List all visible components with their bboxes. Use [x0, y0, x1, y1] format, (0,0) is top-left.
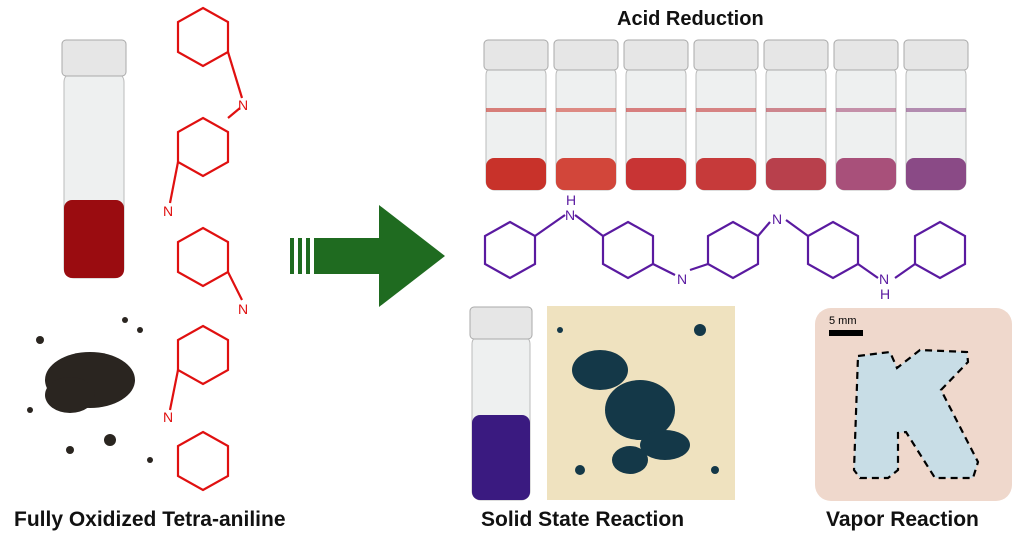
atom-n: N: [879, 271, 889, 287]
oxidized-vial: [61, 39, 127, 279]
label-solid-state: Solid State Reaction: [481, 508, 685, 531]
acid-vials-row: [483, 39, 969, 191]
k-pattern: [852, 348, 980, 480]
atom-n: N: [772, 211, 782, 227]
acid-vial: [483, 39, 549, 191]
reduced-tetraaniline-structure: [483, 214, 967, 280]
solid-state-photo: [547, 306, 735, 500]
solid-state-vial: [469, 306, 533, 501]
acid-vial: [903, 39, 969, 191]
acid-vial: [553, 39, 619, 191]
label-oxidized: Fully Oxidized Tetra-aniline: [14, 508, 286, 531]
atom-n: N: [163, 203, 173, 219]
reaction-arrow: [290, 205, 445, 307]
atom-n: N: [238, 301, 248, 317]
atom-n: N: [238, 97, 248, 113]
atom-n: N: [677, 271, 687, 287]
label-vapor: Vapor Reaction: [826, 508, 979, 531]
acid-reduction-title: Acid Reduction: [617, 8, 764, 30]
atom-h: H: [566, 192, 576, 208]
scale-bar: [829, 330, 863, 336]
acid-vial: [763, 39, 829, 191]
vapor-photo: [815, 308, 1012, 501]
acid-vial: [623, 39, 689, 191]
scale-bar-label: 5 mm: [829, 315, 857, 327]
oxidized-tetraaniline-structure: [168, 6, 244, 492]
atom-h: H: [880, 286, 890, 302]
atom-n: N: [163, 409, 173, 425]
acid-vial: [833, 39, 899, 191]
atom-n: N: [565, 207, 575, 223]
powder-image: [27, 317, 153, 463]
acid-vial: [693, 39, 759, 191]
